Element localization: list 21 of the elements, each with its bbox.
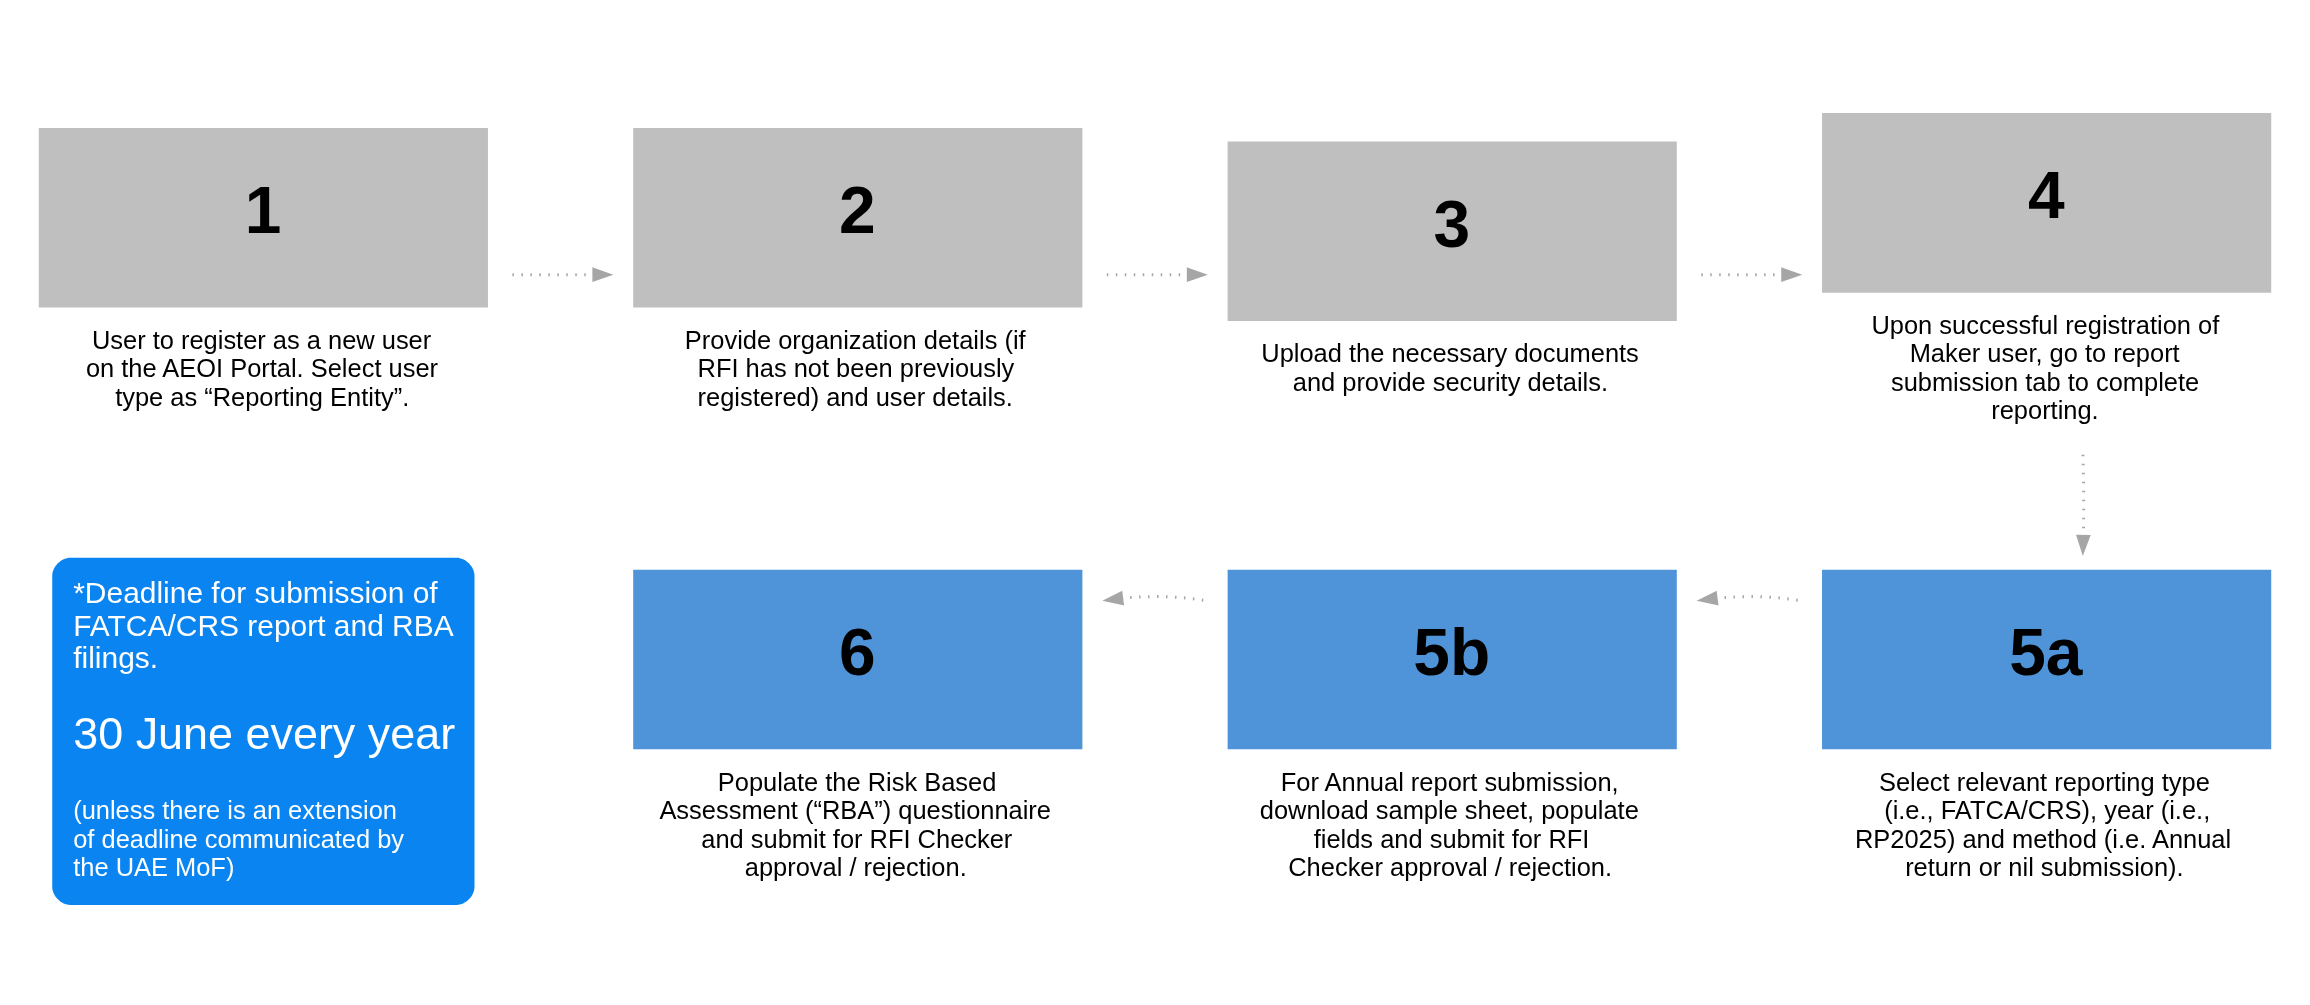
node-box: *Deadline for submission of FATCA/CRS report and RBA filings. 30 June every year (unless there is an extension of deadline communicated by the UAE MoF) bbox=[52, 557, 475, 905]
node-box: 3 bbox=[1227, 140, 1677, 321]
node-box: 5b bbox=[1227, 569, 1677, 749]
node-box: 5a bbox=[1822, 569, 2272, 749]
arrow bbox=[512, 266, 614, 282]
node-label: Upon successful registration of Maker user, go to report submission tab to complete reporting. bbox=[1871, 310, 2220, 424]
node-label: Select relevant reporting type (i.e., FATCA/CRS), year (i.e., RP2025) and method (i.e. Annual return or nil submission). bbox=[1854, 767, 2232, 881]
node-box: 2 bbox=[633, 127, 1083, 308]
node-label: User to register as a new user on the AEOI Portal. Select user type as “Reporting Entity”. bbox=[85, 325, 439, 411]
node-label: Populate the Risk Based Assessment (“RBA”) questionnaire and submit for RFI Checker approval / rejection. bbox=[659, 767, 1052, 881]
arrow bbox=[1102, 590, 1204, 605]
node-box: 6 bbox=[633, 569, 1083, 749]
node-label: For Annual report submission, download sample sheet, populate fields and submit for RFI Checker approval / rejection. bbox=[1259, 767, 1639, 881]
node-box: 1 bbox=[38, 127, 488, 308]
node-label: Provide organization details (if RFI has not been previously registered) and user details. bbox=[684, 325, 1026, 411]
arrow bbox=[1696, 590, 1798, 605]
node-box: 4 bbox=[1822, 112, 2272, 293]
arrow bbox=[1106, 266, 1208, 282]
arrow bbox=[2076, 454, 2091, 556]
node-label: Upload the necessary documents and provide security details. bbox=[1261, 338, 1639, 396]
arrow bbox=[1701, 266, 1803, 282]
